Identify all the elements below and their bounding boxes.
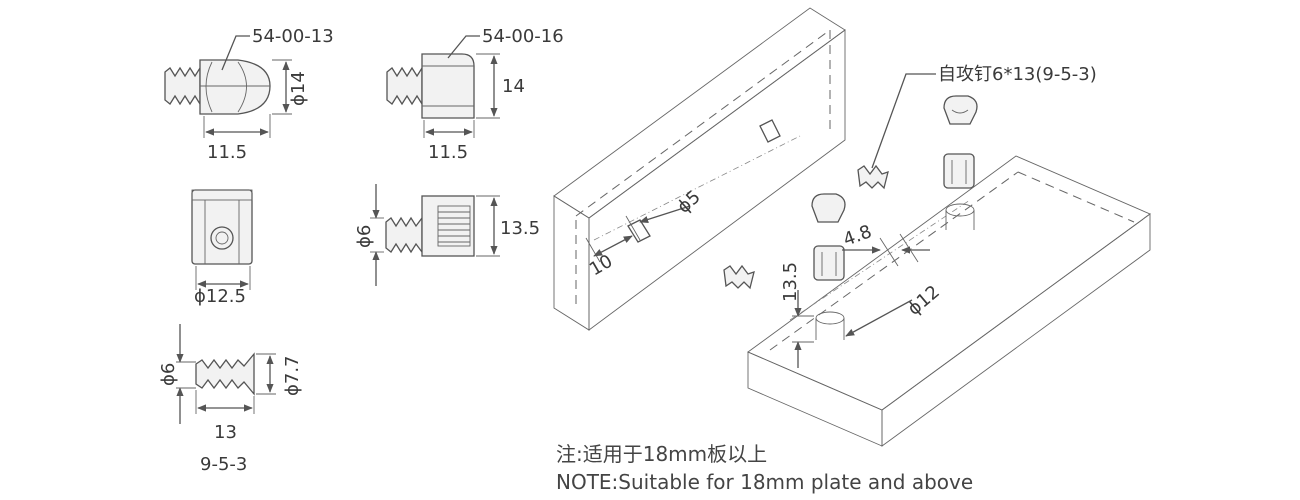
assembly-cam-lower [811, 193, 846, 223]
offset-label: 10 [586, 251, 616, 281]
cam-square-length: 11.5 [428, 142, 468, 163]
screw-shank-diameter: ϕ6 [158, 363, 179, 386]
screw-part [176, 324, 276, 424]
cam-square-part [386, 35, 500, 138]
depth-label: 13.5 [780, 262, 801, 302]
cam-square-height: 14 [502, 76, 525, 97]
right-panel [747, 155, 1151, 447]
left-panel [553, 7, 846, 331]
assembly-cam-upper [943, 95, 978, 125]
assembly-screw-upper [857, 73, 936, 190]
hole-diameter-label: ϕ5 [673, 187, 704, 218]
assembly-housing-upper [943, 153, 975, 189]
housing-front-diameter: ϕ12.5 [194, 286, 246, 307]
screw-callout: 自攻钉6*13(9-5-3) [938, 64, 1097, 85]
cam-round-code: 54-00-13 [252, 26, 334, 47]
bore-diameter-label: ϕ12 [904, 281, 944, 319]
note-chinese: 注:适用于18mm板以上 [556, 442, 768, 466]
screw-head-diameter: ϕ7.7 [282, 356, 303, 397]
assembly-housing-lower [813, 245, 845, 281]
screw-code: 9-5-3 [200, 454, 247, 475]
assembly-screw-lower [723, 264, 755, 290]
housing-side-part [370, 184, 500, 286]
cam-round-diameter: ϕ14 [288, 71, 309, 106]
housing-side-diameter: ϕ6 [354, 225, 375, 248]
edge-distance-label: 4.8 [841, 221, 875, 251]
housing-front-part [191, 189, 253, 290]
cam-round-length: 11.5 [207, 142, 247, 163]
housing-side-height: 13.5 [500, 218, 540, 239]
note-english: NOTE:Suitable for 18mm plate and above [556, 470, 974, 494]
cam-round-part [164, 35, 292, 138]
cam-square-code: 54-00-16 [482, 26, 564, 47]
screw-length: 13 [214, 422, 237, 443]
